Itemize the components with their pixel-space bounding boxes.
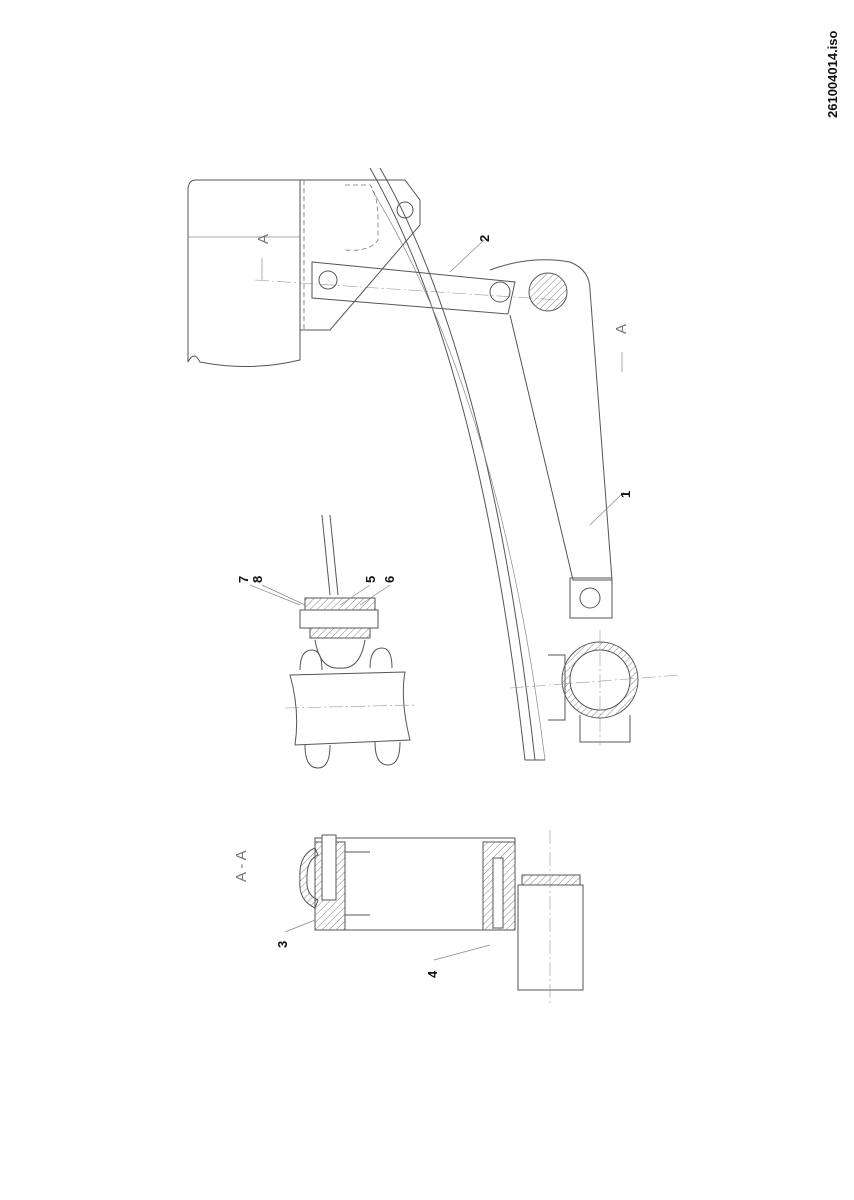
- detail-view-clamp: [284, 514, 416, 769]
- callout-1: 1: [618, 491, 633, 498]
- callout-3: 3: [275, 941, 290, 948]
- callout-6: 6: [382, 576, 397, 583]
- frame-member: [187, 179, 561, 368]
- leader-lines: [249, 239, 625, 961]
- section-view-a-a: [299, 830, 584, 1005]
- link-part-2: [311, 261, 516, 315]
- section-title: A - A: [233, 850, 250, 882]
- leaf-spring: [369, 167, 546, 761]
- section-mark-top: A: [255, 234, 272, 244]
- callout-4: 4: [425, 970, 440, 978]
- section-mark-bottom: A: [613, 324, 630, 334]
- callout-8: 8: [250, 576, 265, 583]
- file-name: 261004014.iso: [825, 30, 840, 118]
- arm-part-1: [489, 259, 681, 745]
- callout-5: 5: [363, 576, 378, 583]
- callout-2: 2: [477, 235, 492, 242]
- mounting-bracket: [299, 179, 421, 331]
- callout-7: 7: [236, 576, 251, 583]
